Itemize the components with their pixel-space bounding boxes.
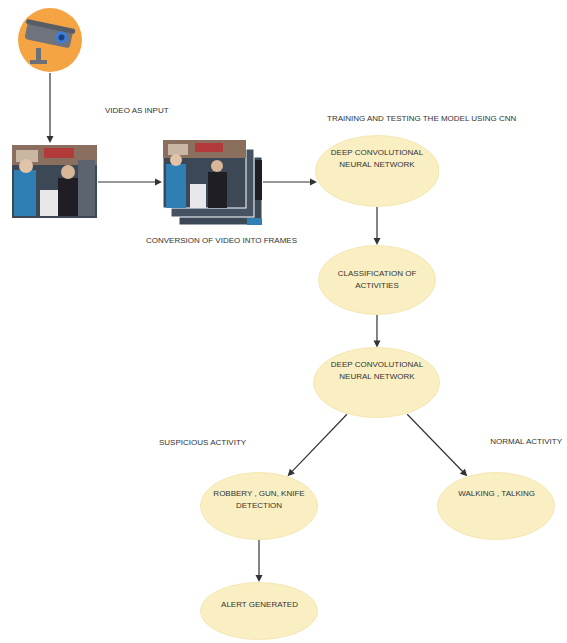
annotation-label: CONVERSION OF VIDEO INTO FRAMES [146,236,297,246]
edge-label: NORMAL ACTIVITY [489,437,563,447]
ellipse-outline [313,347,440,418]
ellipse-shape [315,136,439,207]
node-text: ROBBERY , GUN, KNIFE DETECTION [209,488,309,512]
arrow-connector [256,540,263,582]
video-frame [12,145,97,218]
frame-stack [163,140,262,225]
arrow-head [373,340,380,347]
node-text: CLASSIFICATION OF ACTIVITIES [327,268,427,292]
ellipse-shape [438,473,555,540]
connector-line [376,207,377,239]
arrow-head [373,238,380,245]
edge-label: SUSPICIOUS ACTIVITY [158,438,247,448]
arrow-head [288,469,295,476]
process-ellipse: WALKING , TALKING [437,472,555,540]
arrow-connector [373,315,380,347]
arrow-connector [407,414,467,476]
connector-line [258,540,259,576]
ellipse-shape [201,583,318,640]
node-text: WALKING , TALKING [458,488,536,500]
node-text: DEEP CONVOLUTIONAL NEURAL NETWORK [327,359,427,383]
process-ellipse: DEEP CONVOLUTIONAL NEURAL NETWORK [313,347,440,418]
arrow-connector [288,414,347,476]
ellipse-shape [319,246,436,315]
ellipse-shape [314,348,440,418]
process-ellipse: ALERT GENERATED [200,582,318,640]
arrow-head [256,575,263,582]
process-ellipse: ROBBERY , GUN, KNIFE DETECTION [200,472,318,540]
flow-arrow [47,73,318,186]
ellipse-shape [201,473,318,540]
connector-line [292,414,347,472]
ellipse-outline [200,582,318,640]
annotation-label: VIDEO AS INPUT [105,106,169,116]
arrow-connector [373,207,380,245]
ellipse-outline [315,135,440,207]
ellipse-outline [318,245,436,315]
node-text: ALERT GENERATED [221,599,299,611]
annotation-label: TRAINING AND TESTING THE MODEL USING CNN [327,114,516,124]
process-ellipse: DEEP CONVOLUTIONAL NEURAL NETWORK [315,135,440,207]
arrow-head [460,469,467,476]
connector-line [376,315,377,341]
camera-icon [18,8,82,72]
ellipse-outline [437,472,555,540]
node-text: DEEP CONVOLUTIONAL NEURAL NETWORK [327,147,427,171]
process-ellipse: CLASSIFICATION OF ACTIVITIES [318,245,436,315]
connector-line [407,414,463,472]
